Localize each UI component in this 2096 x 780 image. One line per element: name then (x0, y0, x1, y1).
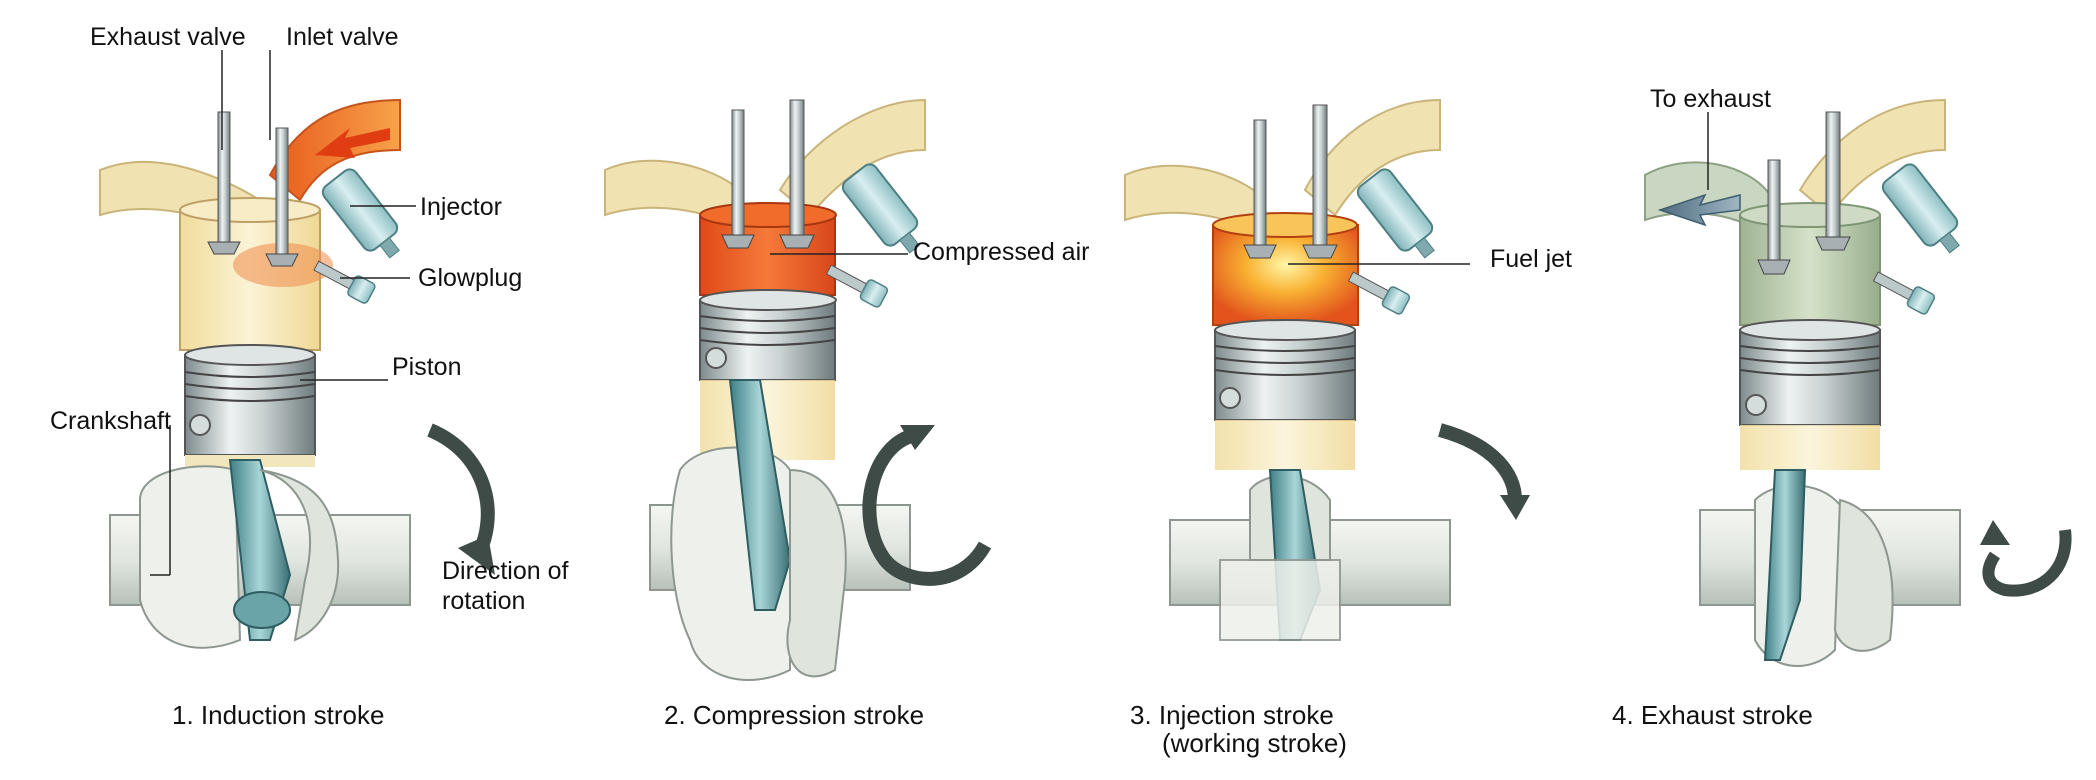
rotation-arrow (1438, 423, 1522, 501)
label-to-exhaust: To exhaust (1650, 85, 1771, 113)
label-glowplug: Glowplug (418, 264, 523, 292)
rotation-arrow (1982, 529, 2072, 597)
label-direction-of: Direction of (442, 557, 569, 585)
label-piston: Piston (392, 353, 462, 381)
caption-injection-stroke: 3. Injection stroke (1130, 700, 1334, 730)
label-exhaust-valve: Exhaust valve (90, 23, 246, 51)
label-crankshaft: Crankshaft (50, 407, 171, 435)
rotation-arrow (862, 428, 992, 586)
leader-lines (150, 50, 1709, 576)
exhaust-flow-arrow (1657, 193, 1741, 227)
label-inlet-valve: Inlet valve (286, 23, 399, 51)
intake-flow-arrow (315, 128, 390, 158)
caption-compression-stroke: 2. Compression stroke (664, 700, 925, 730)
engine-injection (1124, 98, 1530, 641)
caption-induction-stroke: 1. Induction stroke (172, 700, 385, 730)
caption-working-stroke: (working stroke) (1162, 728, 1347, 758)
engine-compression (604, 98, 992, 681)
engine-exhaust (1644, 98, 2072, 667)
label-compressed-air: Compressed air (913, 238, 1090, 266)
label-rotation: rotation (442, 587, 526, 615)
engine-induction (99, 98, 495, 649)
label-injector: Injector (420, 193, 502, 221)
caption-exhaust-stroke: 4. Exhaust stroke (1612, 700, 1813, 730)
label-fuel-jet: Fuel jet (1490, 245, 1572, 273)
